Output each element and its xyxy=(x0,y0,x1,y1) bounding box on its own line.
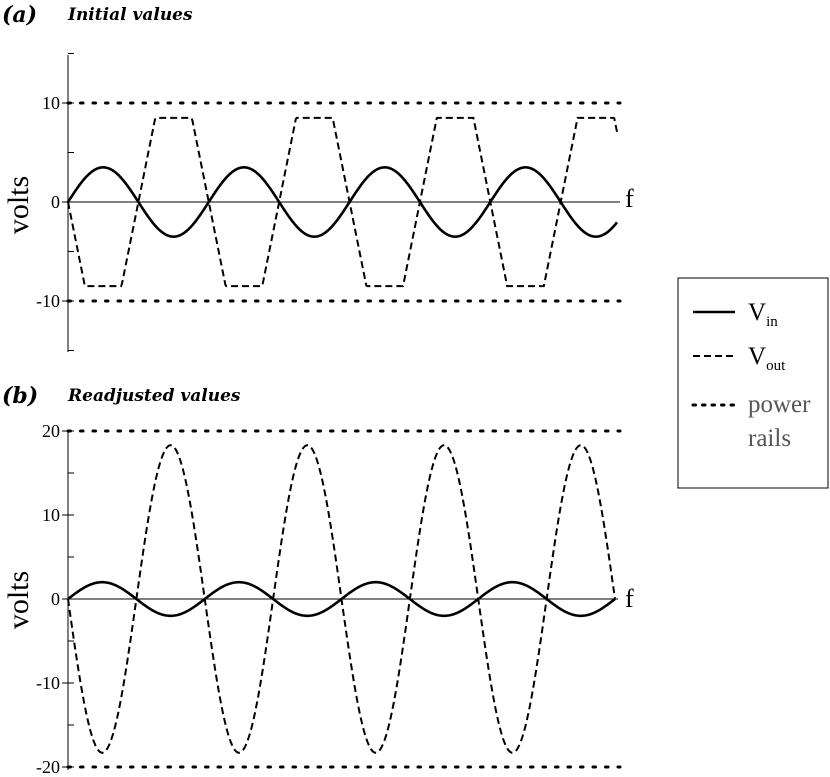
y-tick-label: 10 xyxy=(42,505,60,525)
panel-b-plot: 20 10 0 -10 -20 xyxy=(36,421,622,777)
panel-a-ylabel: volts xyxy=(2,176,35,234)
panel-a-title: Initial values xyxy=(67,5,193,25)
legend: Vin Vout power rails xyxy=(677,277,829,489)
legend-label-vout: Vout xyxy=(748,343,786,374)
series-vout-line xyxy=(67,444,616,754)
panel-b-ylabel: volts xyxy=(2,571,35,629)
legend-label-vin: Vin xyxy=(748,299,778,330)
panel-a-tag: (a) xyxy=(2,2,37,28)
y-tick-label: -20 xyxy=(36,757,60,777)
y-tick-label: -10 xyxy=(36,291,60,311)
legend-label-rails-line2: rails xyxy=(748,425,791,452)
panel-b-tag: (b) xyxy=(2,383,38,409)
panel-b-title: Readjusted values xyxy=(67,386,241,406)
y-tick-label: 10 xyxy=(42,93,60,113)
panel-b-xlabel: f xyxy=(625,584,634,613)
series-vout-line xyxy=(67,116,618,288)
y-tick-label: 20 xyxy=(42,421,60,441)
panel-a-plot: 10 0 -10 xyxy=(36,53,622,352)
y-tick-label: -10 xyxy=(36,673,60,693)
y-tick-label: 0 xyxy=(51,192,60,212)
y-tick-label: 0 xyxy=(51,589,60,609)
panel-a-xlabel: f xyxy=(625,184,634,213)
legend-label-rails-line1: power xyxy=(748,391,811,418)
series-vin-line xyxy=(66,166,619,238)
